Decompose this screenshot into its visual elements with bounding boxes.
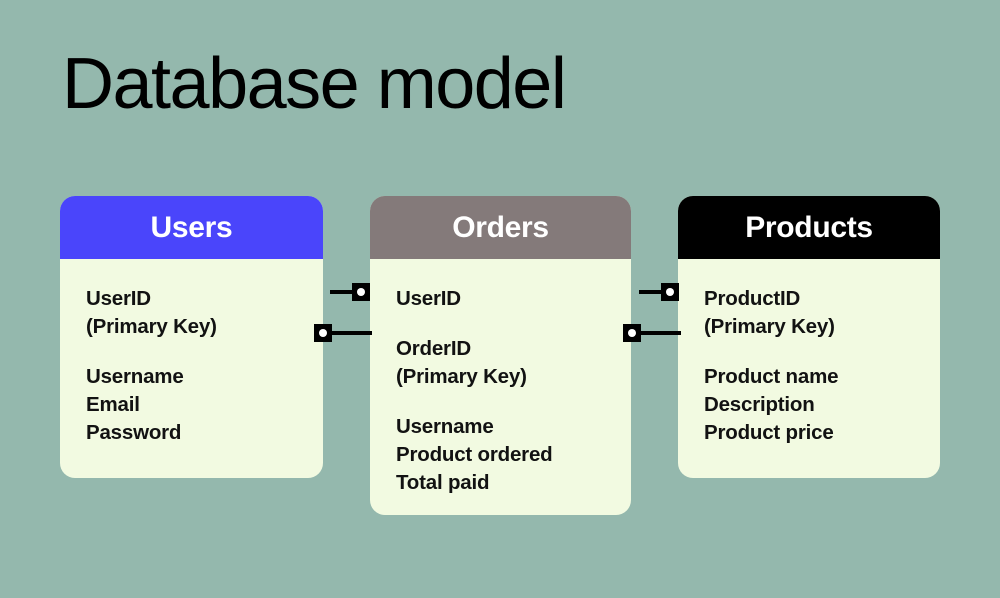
field-group: OrderID (Primary Key) — [396, 335, 631, 391]
field-line: UserID — [396, 287, 461, 310]
field-group: ProductID (Primary Key) — [704, 285, 940, 341]
field-line: (Primary Key) — [86, 315, 217, 338]
entity-title-products: Products — [745, 210, 873, 244]
field-line: (Primary Key) — [396, 365, 527, 388]
field-line: Username — [396, 415, 494, 438]
relationship-node-users-userid[interactable] — [314, 324, 332, 342]
entity-header-orders: Orders — [370, 196, 631, 259]
page-title: Database model — [62, 44, 567, 124]
entity-body-orders: UserID OrderID (Primary Key) Username Pr… — [370, 259, 631, 497]
relationship-line-users-orders-bottom — [330, 331, 372, 335]
relationship-line-orders-products-top — [639, 290, 671, 294]
entity-card-orders[interactable]: Orders UserID OrderID (Primary Key) User… — [370, 196, 631, 515]
entity-title-users: Users — [150, 210, 233, 244]
field-group: UserID — [396, 285, 631, 313]
field-line: Email — [86, 393, 140, 416]
field-line: Product ordered — [396, 443, 553, 466]
field-group: Username Email Password — [86, 363, 323, 447]
field-line: OrderID — [396, 337, 471, 360]
relationship-node-products-productid[interactable] — [661, 283, 679, 301]
relationship-node-orders-orderid[interactable] — [623, 324, 641, 342]
entity-body-products: ProductID (Primary Key) Product name Des… — [678, 259, 940, 447]
field-line: Username — [86, 365, 184, 388]
entity-title-orders: Orders — [452, 210, 549, 244]
field-line: Product name — [704, 365, 839, 388]
field-line: ProductID — [704, 287, 801, 310]
relationship-line-orders-products-bottom — [639, 331, 681, 335]
field-line: Description — [704, 393, 815, 416]
relationship-node-orders-userid[interactable] — [352, 283, 370, 301]
field-line: Product price — [704, 421, 834, 444]
field-group: Username Product ordered Total paid — [396, 413, 631, 497]
entity-card-users[interactable]: Users UserID (Primary Key) Username Emai… — [60, 196, 323, 478]
entity-body-users: UserID (Primary Key) Username Email Pass… — [60, 259, 323, 447]
field-group: UserID (Primary Key) — [86, 285, 323, 341]
field-line: Password — [86, 421, 182, 444]
field-line: Total paid — [396, 471, 490, 494]
field-group: Product name Description Product price — [704, 363, 940, 447]
entity-header-users: Users — [60, 196, 323, 259]
field-line: UserID — [86, 287, 151, 310]
entity-header-products: Products — [678, 196, 940, 259]
field-line: (Primary Key) — [704, 315, 835, 338]
relationship-line-users-orders-top — [330, 290, 362, 294]
entity-card-products[interactable]: Products ProductID (Primary Key) Product… — [678, 196, 940, 478]
